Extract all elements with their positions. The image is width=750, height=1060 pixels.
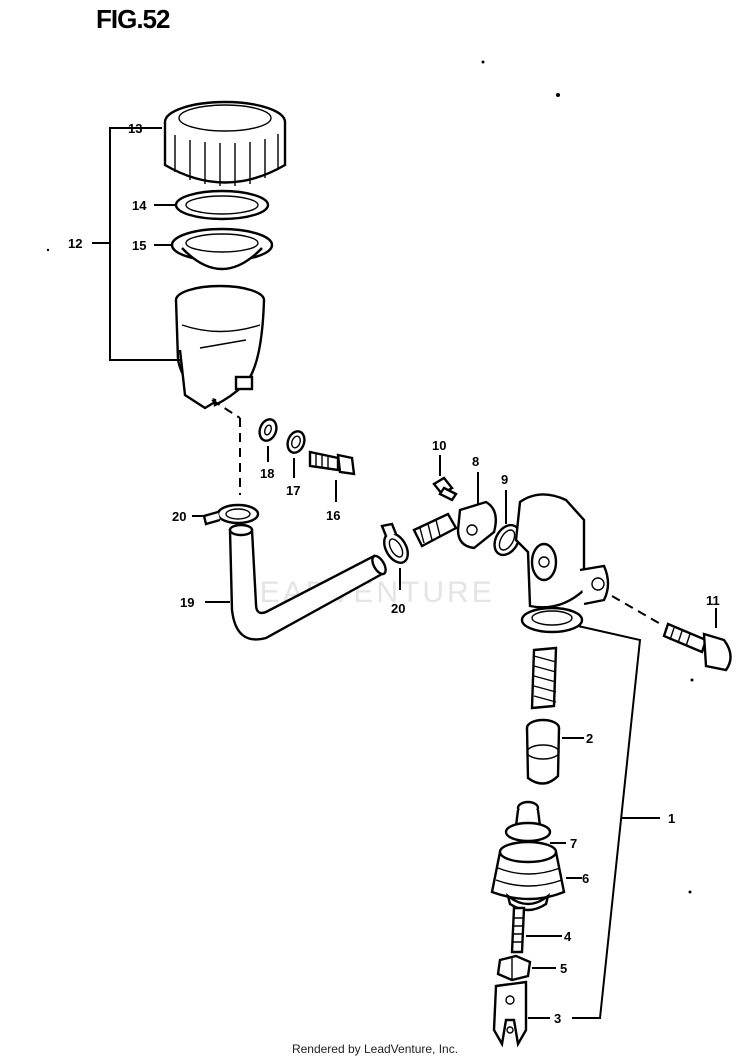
master-cylinder-body <box>514 493 610 634</box>
dust-boot-part-6 <box>490 840 566 912</box>
footer-credit: Rendered by LeadVenture, Inc. <box>291 1042 459 1056</box>
o-ring-part-9 <box>493 523 521 557</box>
callout-7: 7 <box>570 836 577 851</box>
bracket-line-1 <box>572 625 642 1019</box>
reservoir-cap-part-13 <box>163 100 287 186</box>
callout-5: 5 <box>560 961 567 976</box>
hose-clamp-part-20-left <box>202 503 260 526</box>
reservoir-body <box>174 284 266 410</box>
callout-10: 10 <box>432 438 446 453</box>
washer-part-17 <box>286 430 306 454</box>
push-rod-part-4 <box>510 906 526 954</box>
callout-1: 1 <box>668 811 675 826</box>
callout-20-right: 20 <box>391 601 405 616</box>
callout-8: 8 <box>472 454 479 469</box>
washer-part-18 <box>258 418 278 442</box>
hose-joint-part-8 <box>412 500 497 550</box>
bolt-part-11 <box>662 622 732 672</box>
callout-9: 9 <box>501 472 508 487</box>
callout-14: 14 <box>132 198 147 213</box>
screw-part-10 <box>432 476 458 502</box>
callout-6: 6 <box>582 871 589 886</box>
callout-3: 3 <box>554 1011 561 1026</box>
callout-20-left: 20 <box>172 509 186 524</box>
hose-clamp-part-20-right <box>380 522 409 564</box>
callout-2: 2 <box>586 731 593 746</box>
hose-part-19 <box>228 523 387 641</box>
callout-16: 16 <box>326 508 340 523</box>
gasket-part-14 <box>174 189 270 221</box>
diaphragm-part-15 <box>170 227 274 271</box>
callout-17: 17 <box>286 483 300 498</box>
bolt-part-16 <box>308 450 356 476</box>
callout-19: 19 <box>180 595 194 610</box>
callout-13: 13 <box>128 121 142 136</box>
spring-piston-part-2 <box>525 646 561 785</box>
nut-part-5 <box>496 954 532 982</box>
callout-12: 12 <box>68 236 82 251</box>
callout-15: 15 <box>132 238 146 253</box>
clevis-part-3 <box>492 980 528 1048</box>
boot-part-7 <box>504 800 552 843</box>
callout-11: 11 <box>706 593 720 608</box>
callout-4: 4 <box>564 929 572 944</box>
callout-18: 18 <box>260 466 274 481</box>
figure-title: FIG.52 <box>96 4 170 34</box>
